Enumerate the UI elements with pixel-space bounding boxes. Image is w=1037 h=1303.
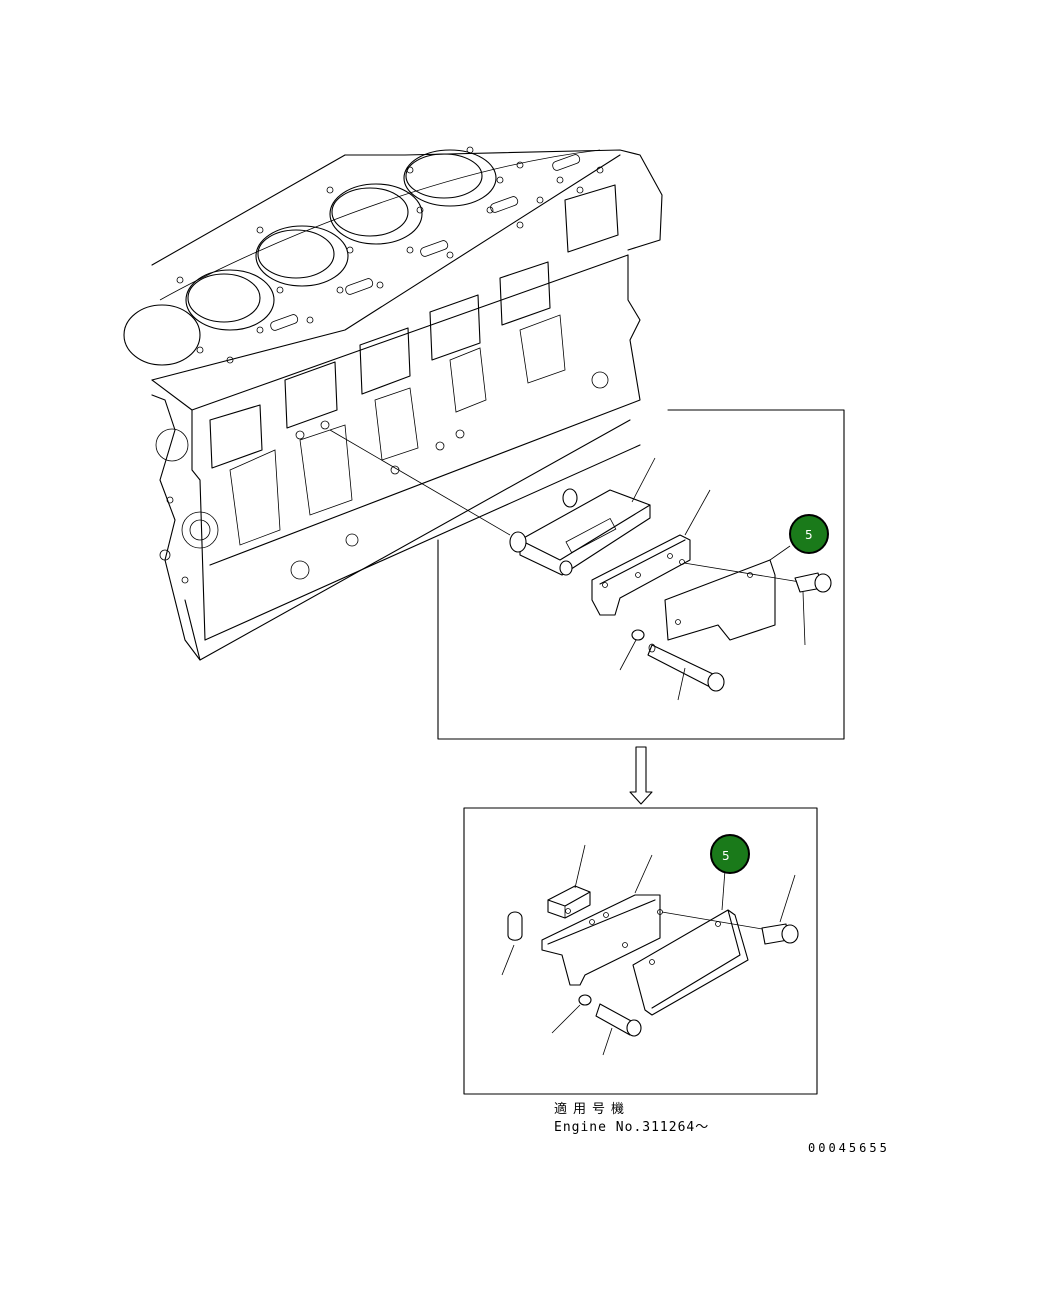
applicable-serial-label: 適用号機 (554, 1102, 631, 1117)
transition-arrow (629, 746, 653, 805)
callout-5-top[interactable]: 5 (789, 514, 829, 554)
engine-block (123, 146, 663, 661)
drawing-id: 00045655 (808, 1141, 890, 1155)
callout-5-top-label: 5 (805, 528, 813, 542)
lower-inset (463, 807, 818, 1095)
engine-number-label: Engine No.311264～ (554, 1120, 710, 1135)
callout-5-bottom[interactable]: 5 (710, 834, 750, 874)
upper-inset (437, 409, 845, 740)
callout-5-bottom-label: 5 (722, 849, 730, 863)
